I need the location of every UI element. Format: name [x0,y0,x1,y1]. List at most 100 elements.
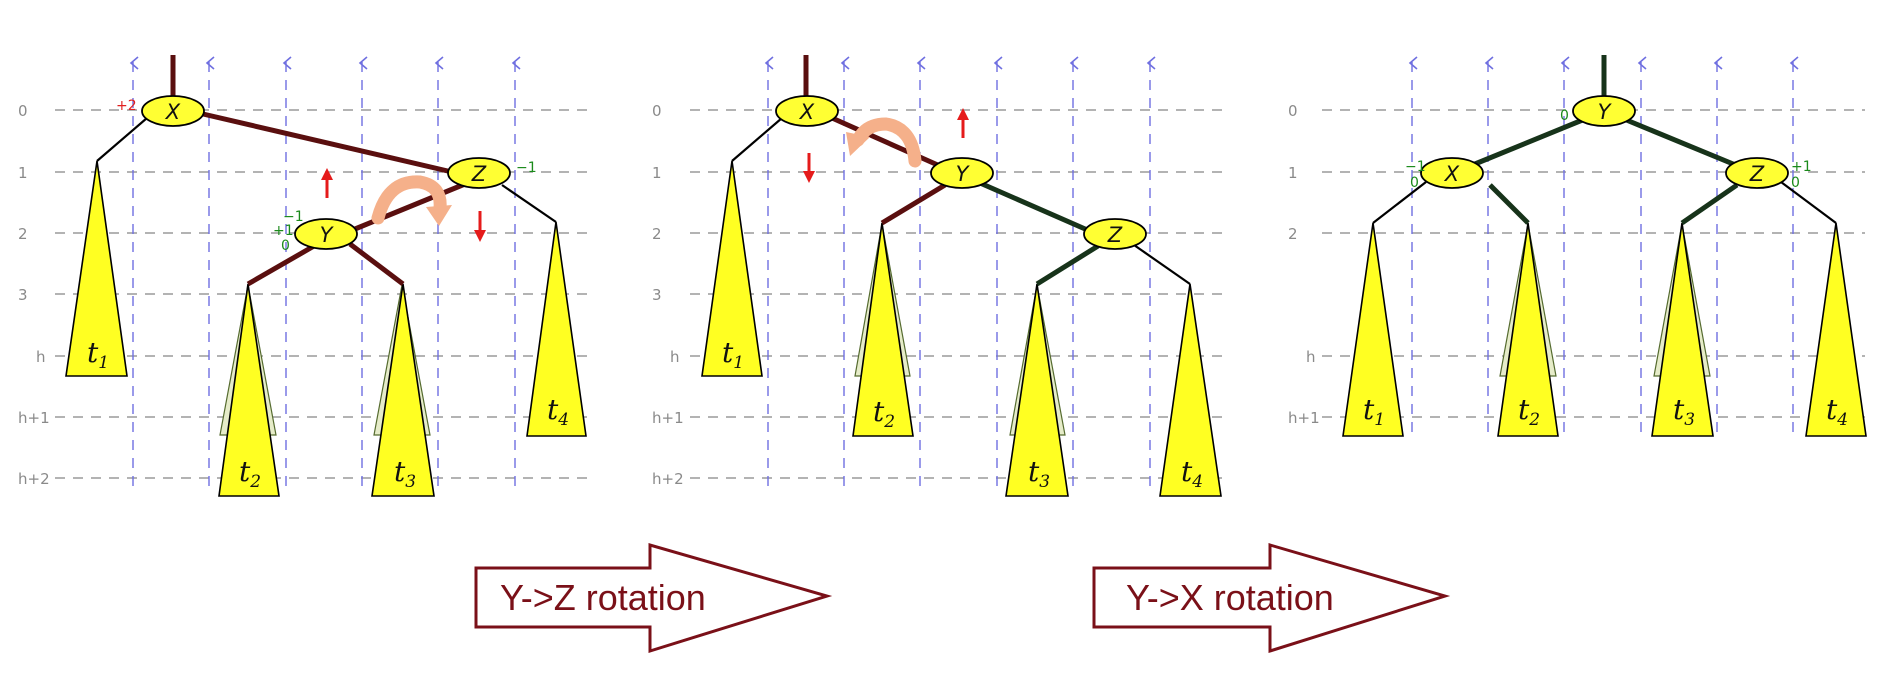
edge-y-z [978,180,1094,235]
subtree-t4 [526,221,587,437]
svg-text:Z: Z [1107,223,1123,247]
panel-1-level-labels: 0 1 2 3 h h+1 h+2 [18,102,50,488]
subtree-t2 [218,283,280,497]
panel-1-before: 0 1 2 3 h h+1 h+2 t1 t2 t3 t4 [18,55,595,497]
subtree-label-t4: t4 [1826,393,1848,430]
rotation-arrow-icon [851,117,922,168]
node-z: Z [1083,218,1147,250]
subtree-t4 [1159,283,1222,497]
rotation-arrow-icon [371,175,447,225]
level-label: 2 [652,225,662,243]
edge-x-t1 [96,117,148,162]
svg-text:Y: Y [320,223,335,247]
node-x: X [1420,157,1484,189]
balance-factor: 0 [1560,108,1569,124]
arrow-label: Y->X rotation [1126,577,1334,618]
balance-factor: −1 [1405,159,1426,175]
level-label: 0 [18,102,28,120]
balance-factor: 0 [281,238,290,254]
balance-factor: +1 [1791,159,1812,175]
level-label: h+2 [18,470,50,488]
level-label: 0 [652,102,662,120]
svg-text:X: X [165,100,181,124]
level-label: h [36,348,46,366]
subtree-label-t1: t1 [1363,393,1385,430]
svg-text:Y: Y [1598,100,1613,124]
level-label: 2 [18,225,28,243]
subtree-t1 [1342,222,1404,437]
edge-y-t3 [348,242,405,286]
level-label: 1 [1288,164,1298,182]
edge-x-t1 [731,117,783,162]
node-z: Z [447,157,511,189]
arrow-label: Y->Z rotation [500,577,706,618]
subtree-t1 [65,160,128,377]
edge-y-x [1469,116,1586,169]
subtree-label-t4: t4 [547,393,569,430]
subtree-label-t4: t4 [1181,455,1203,492]
level-label: h [1306,348,1316,366]
svg-text:X: X [799,100,815,124]
subtree-label-t3: t3 [1673,393,1695,430]
balance-factor: −1 [283,209,304,225]
balance-factor: 0 [1410,175,1419,191]
level-label: 3 [652,286,662,304]
svg-text:Y: Y [956,162,971,186]
arrow-y-x-rotation: Y->X rotation [1092,543,1451,654]
edge-x-t2 [1488,183,1530,225]
subtree-label-t3: t3 [394,455,416,492]
edge-y-t2 [246,243,316,287]
balance-factor: +1 [273,223,294,239]
edge-z-t3 [1035,243,1100,287]
node-y: Y [930,157,994,189]
node-y: Y [294,218,358,250]
edge-y-t2 [880,182,947,226]
panel-2-after-first-rotation: 0 1 2 3 h h+1 h+2 t1 t2 t3 t4 [652,55,1230,497]
subtree-t2 [1497,222,1559,437]
node-x: X [775,95,839,127]
level-label: h+1 [652,409,684,427]
panel-3-balanced: 0 1 2 h h+1 t1 t2 t3 t4 Y X [1288,55,1867,437]
subtree-t3 [1651,222,1714,437]
edge-z-t3 [1680,182,1739,226]
edge-x-t1 [1372,181,1427,224]
edge-x-z [202,111,453,175]
subtree-t1 [701,160,763,377]
subtree-t2 [852,222,914,437]
balance-factor: +2 [116,98,137,114]
level-label: h+1 [18,409,50,427]
level-label: 1 [652,164,662,182]
subtree-label-t2: t2 [873,395,895,432]
subtree-t4 [1805,222,1867,437]
edge-y-z [1623,116,1739,169]
edge-z-t4 [1133,244,1191,285]
balance-factor: −1 [516,160,537,176]
level-label: h+1 [1288,409,1320,427]
subtree-label-t1: t1 [87,336,109,373]
level-label: h [670,348,680,366]
svg-text:Z: Z [1749,162,1765,186]
node-y: Y [1572,95,1636,127]
level-label: 3 [18,286,28,304]
node-x: X [141,95,205,127]
subtree-label-t2: t2 [1518,393,1540,430]
edge-x-y [830,115,942,169]
panel-1-grid [55,56,595,492]
edge-z-t4 [501,184,557,223]
level-label: 0 [1288,102,1298,120]
panel-2-level-labels: 0 1 2 3 h h+1 h+2 [652,102,684,488]
subtree-label-t3: t3 [1028,455,1050,492]
arrow-y-z-rotation: Y->Z rotation [474,543,833,654]
level-label: 2 [1288,225,1298,243]
subtree-label-t2: t2 [239,455,261,492]
svg-text:X: X [1444,162,1460,186]
node-z: Z [1725,157,1789,189]
panel-2-grid [690,56,1230,492]
level-label: 1 [18,164,28,182]
subtree-label-t1: t1 [722,336,744,373]
panel-3-level-labels: 0 1 2 h h+1 [1288,102,1320,427]
balance-factor: 0 [1791,175,1800,191]
level-label: h+2 [652,470,684,488]
subtree-t3 [371,283,435,497]
